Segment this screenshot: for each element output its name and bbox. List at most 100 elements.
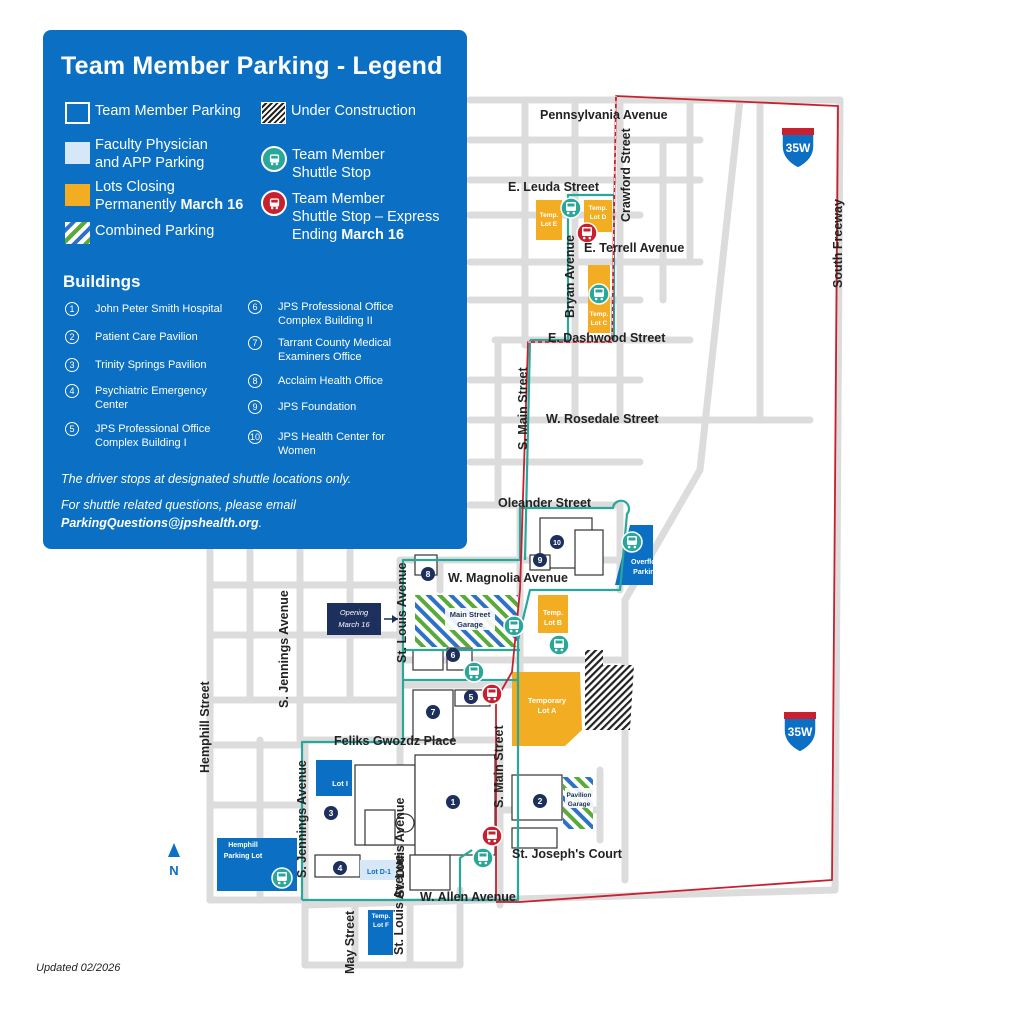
street-main-north: S. Main Street xyxy=(516,367,530,450)
closing-line1: Lots Closing xyxy=(95,179,175,195)
building-line2: Center xyxy=(95,399,129,411)
lot-temp-b-label1: Temp. xyxy=(543,610,563,617)
bus-icon[interactable] xyxy=(463,661,485,683)
pavilion-garage-label1: Pavilion xyxy=(567,792,592,799)
lot-temp-d[interactable]: Temp. Lot D xyxy=(584,200,612,232)
building-legend-label: John Peter Smith Hospital xyxy=(95,302,222,316)
building-legend-label: Acclaim Health Office xyxy=(278,374,383,388)
building-marker-number: 2 xyxy=(538,796,543,806)
building-line1: John Peter Smith Hospital xyxy=(95,303,223,315)
building-marker[interactable]: 1 xyxy=(446,795,460,809)
bus-icon[interactable] xyxy=(472,847,494,869)
express-date: March 16 xyxy=(341,227,405,243)
bus-icon[interactable] xyxy=(548,634,570,656)
overflow-label2: Parking xyxy=(633,569,659,576)
street-allen: W. Allen Avenue xyxy=(420,890,516,904)
under-construction-swatch xyxy=(261,102,286,124)
lot-temp-a[interactable]: Temporary Lot A xyxy=(512,672,582,746)
building-marker[interactable]: 10 xyxy=(550,535,564,549)
lot-temp-c-label1: Temp. xyxy=(590,311,609,318)
building-line1: JPS Health Center for xyxy=(278,431,385,443)
faculty-line2: and APP Parking xyxy=(95,155,205,171)
lot-d1[interactable]: Lot D-1 xyxy=(360,860,398,880)
building-marker-number: 3 xyxy=(329,808,334,818)
callout-line1: Opening xyxy=(340,608,369,617)
hemphill-lot-label1: Hemphill xyxy=(228,842,258,849)
bus-icon[interactable] xyxy=(588,283,610,305)
legend-under-construction-label: Under Construction xyxy=(291,103,416,119)
lot-temp-b[interactable]: Temp. Lot B xyxy=(538,595,568,633)
bus-icon[interactable] xyxy=(481,683,503,705)
street-st-louis-bottom: St. Louis Avenue xyxy=(392,854,406,955)
building-number-badge: 2 xyxy=(65,330,79,344)
street-magnolia: W. Magnolia Avenue xyxy=(448,571,568,585)
faculty-swatch xyxy=(65,142,90,164)
building-marker[interactable]: 5 xyxy=(464,690,478,704)
bus-icon[interactable] xyxy=(481,825,503,847)
building-marker[interactable]: 3 xyxy=(324,806,338,820)
parking-email-link[interactable]: ParkingQuestions@jpshealth.org xyxy=(61,516,259,530)
legend-under-construction: Under Construction xyxy=(261,102,416,124)
bus-icon[interactable] xyxy=(621,531,643,553)
building-marker-number: 9 xyxy=(538,555,543,565)
driver-note: The driver stops at designated shuttle l… xyxy=(61,472,352,486)
legend-closing-label: Lots Closing Permanently March 16 xyxy=(95,178,243,214)
legend-title: Team Member Parking - Legend xyxy=(61,52,443,80)
bus-icon xyxy=(261,190,287,216)
building-marker[interactable]: 7 xyxy=(426,705,440,719)
bus-icon[interactable] xyxy=(576,222,598,244)
building-legend-label: Patient Care Pavilion xyxy=(95,330,198,344)
street-jennings-north: S. Jennings Avenue xyxy=(277,590,291,708)
legend-express-label: Team Member Shuttle Stop – Express Endin… xyxy=(292,190,440,244)
building-line2: Complex Building I xyxy=(95,437,187,449)
combined-swatch xyxy=(65,222,90,244)
building-legend-item: 2 Patient Care Pavilion xyxy=(65,330,198,344)
building-number-badge: 8 xyxy=(248,374,262,388)
street-st-joseph: St. Joseph's Court xyxy=(512,847,623,861)
lot-temp-e-label1: Temp. xyxy=(540,212,559,219)
street-south-freeway: South Freeway xyxy=(831,199,845,288)
team-member-swatch xyxy=(65,102,90,124)
building-marker[interactable]: 4 xyxy=(333,861,347,875)
bus-icon[interactable] xyxy=(503,615,525,637)
building-marker[interactable]: 6 xyxy=(446,648,460,662)
express-line2: Shuttle Stop – Express xyxy=(292,209,440,225)
building-line1: Acclaim Health Office xyxy=(278,375,383,387)
building-number-badge: 6 xyxy=(248,300,262,314)
buildings-title: Buildings xyxy=(63,272,141,291)
bus-icon[interactable] xyxy=(271,867,293,889)
north-arrow-icon: N xyxy=(168,843,180,878)
building-marker[interactable]: 8 xyxy=(421,567,435,581)
pavilion-garage-label2: Garage xyxy=(568,801,591,808)
lot-overflow[interactable]: Overflow Parking xyxy=(615,525,662,585)
shuttle-route-express-dash xyxy=(528,95,617,343)
building-number-badge: 4 xyxy=(65,384,79,398)
lot-temp-f[interactable]: Temp. Lot F xyxy=(368,910,393,955)
lot-temp-e[interactable]: Temp. Lot E xyxy=(536,200,562,240)
email-note-line1: For shuttle related questions, please em… xyxy=(61,498,296,512)
building-line2: Complex Building II xyxy=(278,315,373,327)
express-line1: Team Member xyxy=(292,191,385,207)
pavilion-garage[interactable]: Pavilion Garage xyxy=(563,777,593,829)
building-marker-number: 5 xyxy=(469,692,474,702)
road-network xyxy=(206,96,844,969)
bus-icon[interactable] xyxy=(560,197,582,219)
callout-line2: March 16 xyxy=(338,620,370,629)
building-marker[interactable]: 9 xyxy=(533,553,547,567)
main-street-garage[interactable]: Main Street Garage xyxy=(415,595,518,647)
highway-label-south: 35W xyxy=(788,725,813,739)
street-hemphill: Hemphill Street xyxy=(198,680,212,773)
lot-i[interactable]: Lot I xyxy=(316,760,352,796)
building-marker[interactable]: 2 xyxy=(533,794,547,808)
legend-combined-parking: Combined Parking xyxy=(65,222,214,244)
street-oleander: Oleander Street xyxy=(498,496,592,510)
